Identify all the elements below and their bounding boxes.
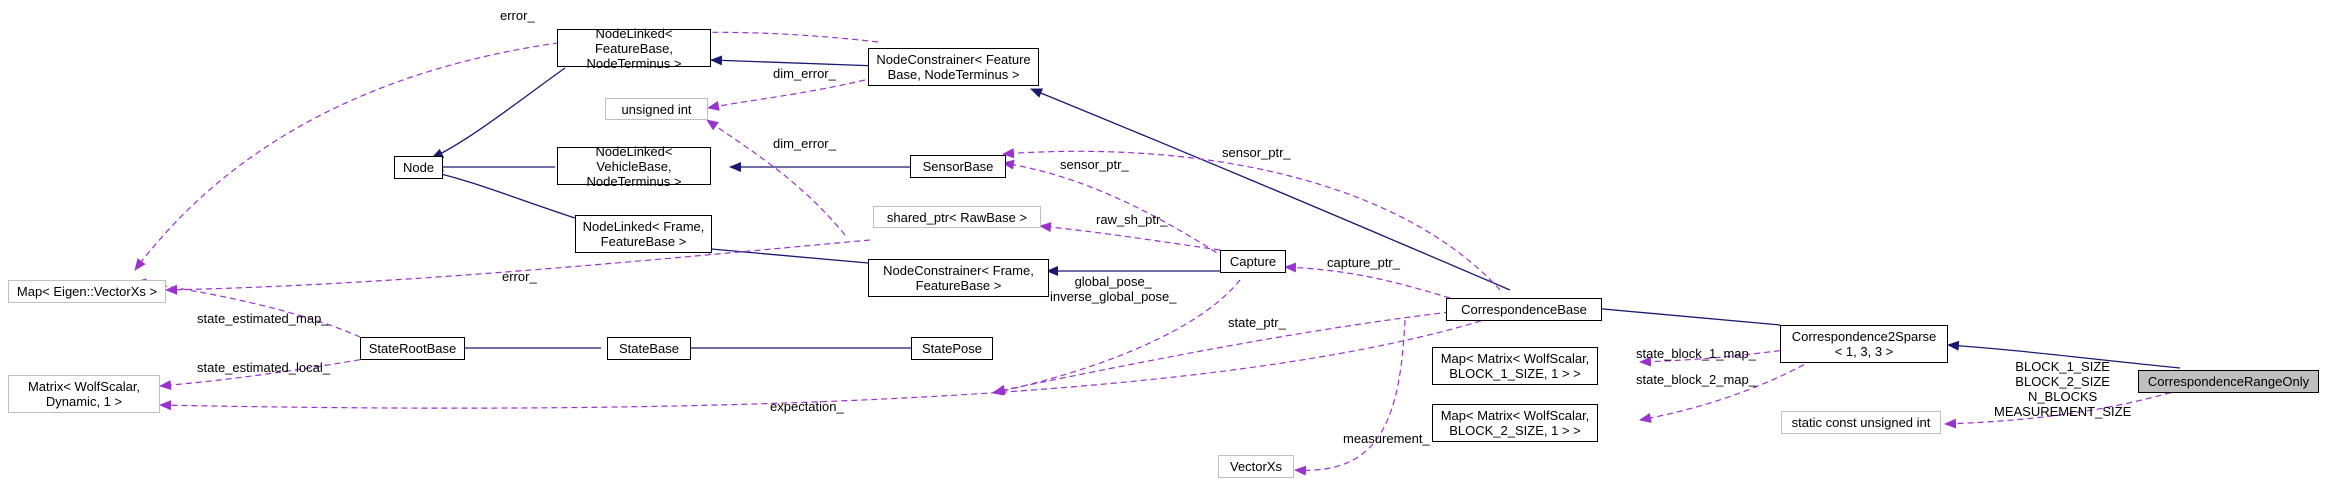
- sensorbase-node[interactable]: SensorBase: [910, 155, 1006, 178]
- edge-label-measurement: measurement_: [1343, 431, 1430, 446]
- edge-label-state-estimated-local: state_estimated_local_: [197, 360, 330, 375]
- correspondencebase-node[interactable]: CorrespondenceBase: [1446, 298, 1602, 321]
- edge-label-capture-ptr: capture_ptr_: [1327, 255, 1400, 270]
- node-base-node[interactable]: Node: [394, 156, 443, 179]
- nodelinked-vehiclebase-node[interactable]: NodeLinked< VehicleBase, NodeTerminus >: [557, 144, 711, 189]
- usage-edge: [993, 311, 1451, 395]
- usage-edge: [1944, 386, 2191, 429]
- inherit-edge: [710, 55, 879, 67]
- correspondence2sparse-node[interactable]: Correspondence2Sparse < 1, 3, 3 >: [1780, 325, 1948, 363]
- unsigned-int-node[interactable]: unsigned int: [605, 98, 708, 120]
- edge-label-sensor-ptr: sensor_ptr_: [1222, 145, 1291, 160]
- edge-label-dim-error-2: dim_error_: [773, 136, 836, 151]
- edge-label-raw-sh-ptr: raw_sh_ptr_: [1096, 212, 1168, 227]
- correspondencerangeonly-node[interactable]: CorrespondenceRangeOnly: [2138, 370, 2319, 393]
- usage-edge: [165, 239, 871, 295]
- map-matrix-block1-node[interactable]: Map< Matrix< WolfScalar, BLOCK_1_SIZE, 1…: [1432, 347, 1598, 385]
- edge-label-expectation: expectation_: [770, 399, 844, 414]
- edge-label-state-estimated-map: state_estimated_map_: [197, 311, 329, 326]
- edge-label-dim-error: dim_error_: [773, 66, 836, 81]
- shared-ptr-rawbase-node[interactable]: shared_ptr< RawBase >: [873, 206, 1041, 228]
- nodelinked-featurebase-node[interactable]: NodeLinked< FeatureBase, NodeTerminus >: [557, 26, 711, 71]
- usage-edge: [707, 79, 866, 111]
- usage-edge: [1002, 159, 1226, 259]
- edge-label-global-pose: global_pose_ inverse_global_pose_: [1050, 274, 1177, 304]
- vectorxs-node[interactable]: VectorXs: [1218, 455, 1294, 478]
- inherit-edge: [1947, 340, 2181, 369]
- static-const-unsigned-int-node[interactable]: static const unsigned int: [1781, 411, 1941, 434]
- inherit-edge: [1030, 88, 1511, 291]
- edge-label-state-block-1-map: state_block_1_map_: [1636, 346, 1756, 361]
- edge-label-error-2: error_: [502, 269, 537, 284]
- usage-edge: [1039, 222, 1221, 251]
- usage-edge: [134, 31, 879, 271]
- matrix-wolfscalar-dynamic-node[interactable]: Matrix< WolfScalar, Dynamic, 1 >: [8, 375, 160, 413]
- inherit-edge: [699, 243, 869, 264]
- usage-edge: [159, 314, 1501, 411]
- usage-edge: [1294, 319, 1406, 476]
- capture-node[interactable]: Capture: [1220, 250, 1286, 273]
- edge-label-state-block-2-map: state_block_2_map_: [1636, 372, 1756, 387]
- nodeconstrainer-feature-node[interactable]: NodeConstrainer< Feature Base, NodeTermi…: [868, 48, 1039, 86]
- staterootbase-node[interactable]: StateRootBase: [360, 337, 465, 360]
- statepose-node[interactable]: StatePose: [911, 337, 993, 360]
- map-matrix-block2-node[interactable]: Map< Matrix< WolfScalar, BLOCK_2_SIZE, 1…: [1432, 404, 1598, 442]
- edge-label-block-sizes: BLOCK_1_SIZE BLOCK_2_SIZE N_BLOCKS MEASU…: [1994, 359, 2132, 419]
- edge-label-sensor-ptr-2: sensor_ptr_: [1060, 157, 1129, 172]
- inherit-edge: [431, 67, 566, 159]
- nodelinked-frame-node[interactable]: NodeLinked< Frame, FeatureBase >: [575, 215, 712, 253]
- usage-edge: [1284, 262, 1451, 299]
- map-eigen-vectorxs-node[interactable]: Map< Eigen::VectorXs >: [8, 280, 166, 303]
- edge-label-state-ptr: state_ptr_: [1228, 315, 1286, 330]
- edge-label-error: error_: [500, 8, 535, 23]
- inherit-edge: [1580, 302, 1781, 326]
- usage-edge: [706, 119, 846, 236]
- nodeconstrainer-frame-node[interactable]: NodeConstrainer< Frame, FeatureBase >: [868, 259, 1049, 297]
- inherit-edge: [431, 169, 576, 219]
- statebase-node[interactable]: StateBase: [607, 337, 691, 360]
- usage-edge: [1002, 148, 1501, 291]
